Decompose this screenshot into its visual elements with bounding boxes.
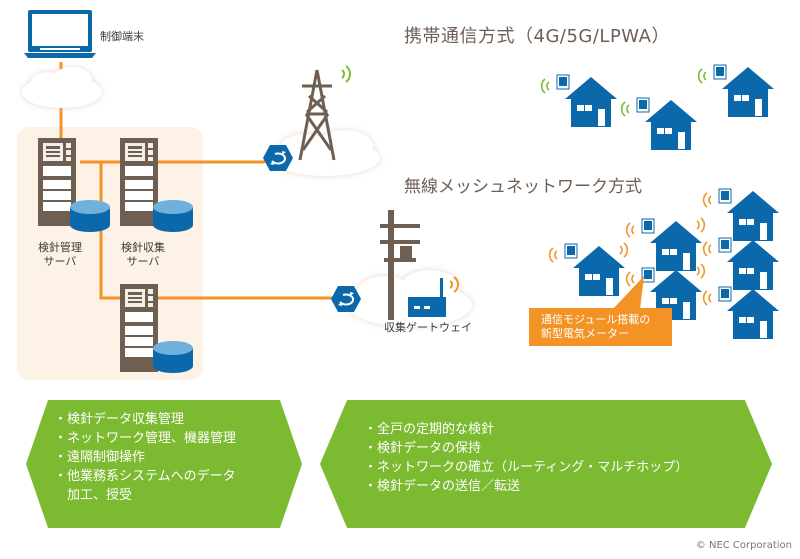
- utility-pole-icon: [380, 210, 420, 320]
- signal-icon: [625, 222, 635, 238]
- heading-mesh: 無線メッシュネットワーク方式: [404, 177, 642, 197]
- server-functions-panel: ・検針データ収集管理 ・ネットワーク管理、機器管理 ・遠隔制御操作 ・他業務系シ…: [26, 400, 302, 528]
- server-icon-3: [120, 284, 158, 372]
- house-icon: [718, 237, 780, 291]
- meter-collect-server-label: 検針収集 サーバ: [108, 241, 178, 269]
- database-icon-3: [153, 341, 193, 373]
- list-item: ・検針データの保持: [364, 441, 482, 456]
- laptop-icon: [24, 10, 96, 58]
- list-item: ・ネットワーク管理、機器管理: [54, 431, 237, 446]
- signal-icon: [620, 101, 630, 117]
- control-terminal-label: 制御端末: [100, 30, 144, 43]
- cellular-houses: [540, 64, 775, 151]
- server-icon-collect: [120, 138, 158, 226]
- signal-icon: [702, 192, 712, 208]
- gateway-router-icon: [408, 276, 460, 317]
- list-item: ・ネットワークの確立（ルーティング・マルチホップ）: [364, 460, 689, 475]
- server-functions-list: ・検針データ収集管理 ・ネットワーク管理、機器管理 ・遠隔制御操作 ・他業務系シ…: [54, 410, 236, 505]
- signal-icon: [548, 247, 558, 263]
- mesh-houses: [548, 188, 780, 340]
- signal-icon: [702, 241, 712, 257]
- copyright: © NEC Corporation: [695, 540, 792, 551]
- heading-cellular: 携帯通信方式（4G/5G/LPWA）: [404, 26, 670, 47]
- house-icon: [718, 286, 780, 340]
- signal-icon: [702, 290, 712, 306]
- label-line: サーバ: [43, 255, 77, 268]
- house-icon: [718, 188, 780, 242]
- house-icon: [713, 64, 775, 118]
- gateway-label: 収集ゲートウェイ: [384, 321, 472, 334]
- cell-tower-icon: [298, 69, 336, 161]
- signal-icon: [697, 68, 707, 84]
- house-icon: [564, 243, 626, 297]
- list-item: ・全戸の定期的な検針: [364, 422, 495, 437]
- callout-line: 新型電気メーター: [541, 327, 629, 340]
- label-line: サーバ: [126, 255, 160, 268]
- list-item: ・検針データの送信／転送: [364, 479, 521, 494]
- database-icon-mgmt: [70, 200, 110, 232]
- callout-pointer: [612, 276, 644, 310]
- list-item: ・検針データ収集管理: [54, 412, 185, 427]
- signal-icon-tower: [341, 65, 351, 83]
- list-item: ・他業務系システムへのデータ: [54, 469, 236, 484]
- smart-meter-callout: 通信モジュール搭載の 新型電気メーター: [529, 308, 672, 346]
- database-icon-collect: [153, 200, 193, 232]
- label-line: 検針収集: [121, 241, 165, 254]
- list-item: ・遠隔制御操作: [54, 450, 146, 465]
- signal-icon: [625, 271, 635, 287]
- house-icon: [556, 74, 618, 128]
- connection-lines: [59, 62, 335, 300]
- house-icon: [636, 97, 698, 151]
- meter-mgmt-server-label: 検針管理 サーバ: [25, 241, 95, 269]
- label-line: 検針管理: [38, 241, 82, 254]
- cloud-icon: [22, 67, 102, 108]
- house-icon: [641, 218, 703, 272]
- list-item: 加工、授受: [54, 488, 133, 503]
- signal-icon: [540, 78, 550, 94]
- network-functions-list: ・全戸の定期的な検針 ・検針データの保持 ・ネットワークの確立（ルーティング・マ…: [364, 420, 688, 496]
- callout-line: 通信モジュール搭載の: [541, 313, 651, 326]
- network-functions-panel: ・全戸の定期的な検針 ・検針データの保持 ・ネットワークの確立（ルーティング・マ…: [320, 400, 772, 528]
